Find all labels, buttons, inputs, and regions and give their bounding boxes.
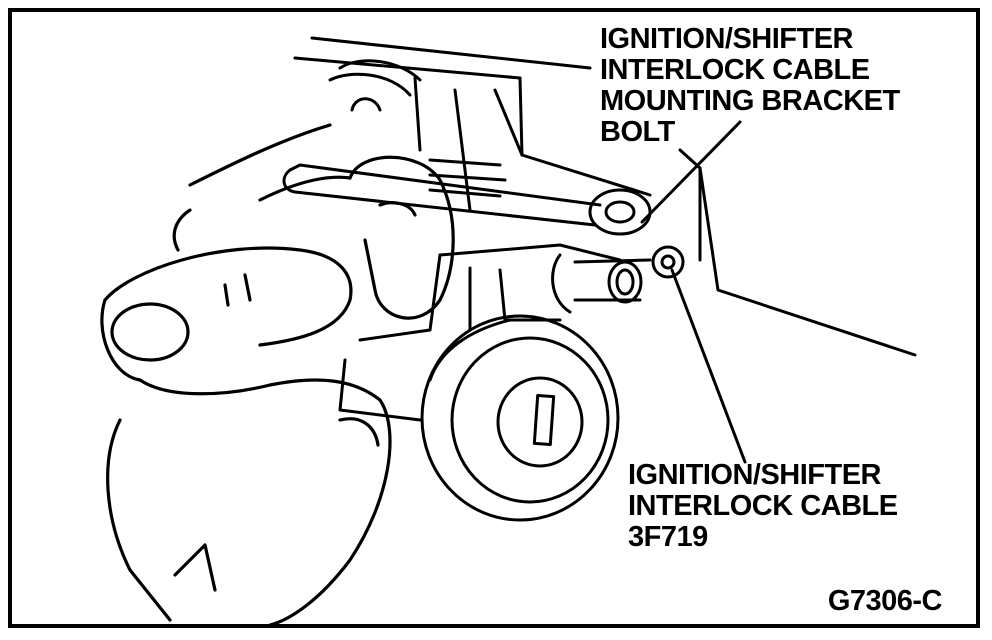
callout-interlock-cable: IGNITION/SHIFTER INTERLOCK CABLE 3F719 — [628, 460, 898, 553]
callout-line: 3F719 — [628, 521, 708, 553]
callout-line: BOLT — [600, 116, 675, 148]
callout-line: IGNITION/SHIFTER — [600, 23, 853, 55]
steering-column-housing — [293, 36, 917, 357]
callout-mounting-bracket-bolt: IGNITION/SHIFTER INTERLOCK CABLE MOUNTIN… — [600, 24, 900, 148]
technician-hand — [100, 123, 455, 627]
callout-line: MOUNTING BRACKET — [600, 85, 900, 117]
wrench-tool — [282, 163, 602, 227]
callout-line: INTERLOCK CABLE — [628, 490, 898, 522]
leader-line-cable — [670, 268, 747, 464]
callout-line: IGNITION/SHIFTER — [628, 459, 881, 491]
mounting-bracket-bolt — [588, 188, 685, 304]
leader-lines — [640, 120, 747, 464]
leader-line-bolt — [640, 120, 742, 224]
key-cylinder-face — [420, 314, 620, 522]
illustration-frame — [8, 8, 980, 628]
callout-line: INTERLOCK CABLE — [600, 54, 870, 86]
figure-id: G7306-C — [827, 585, 943, 617]
